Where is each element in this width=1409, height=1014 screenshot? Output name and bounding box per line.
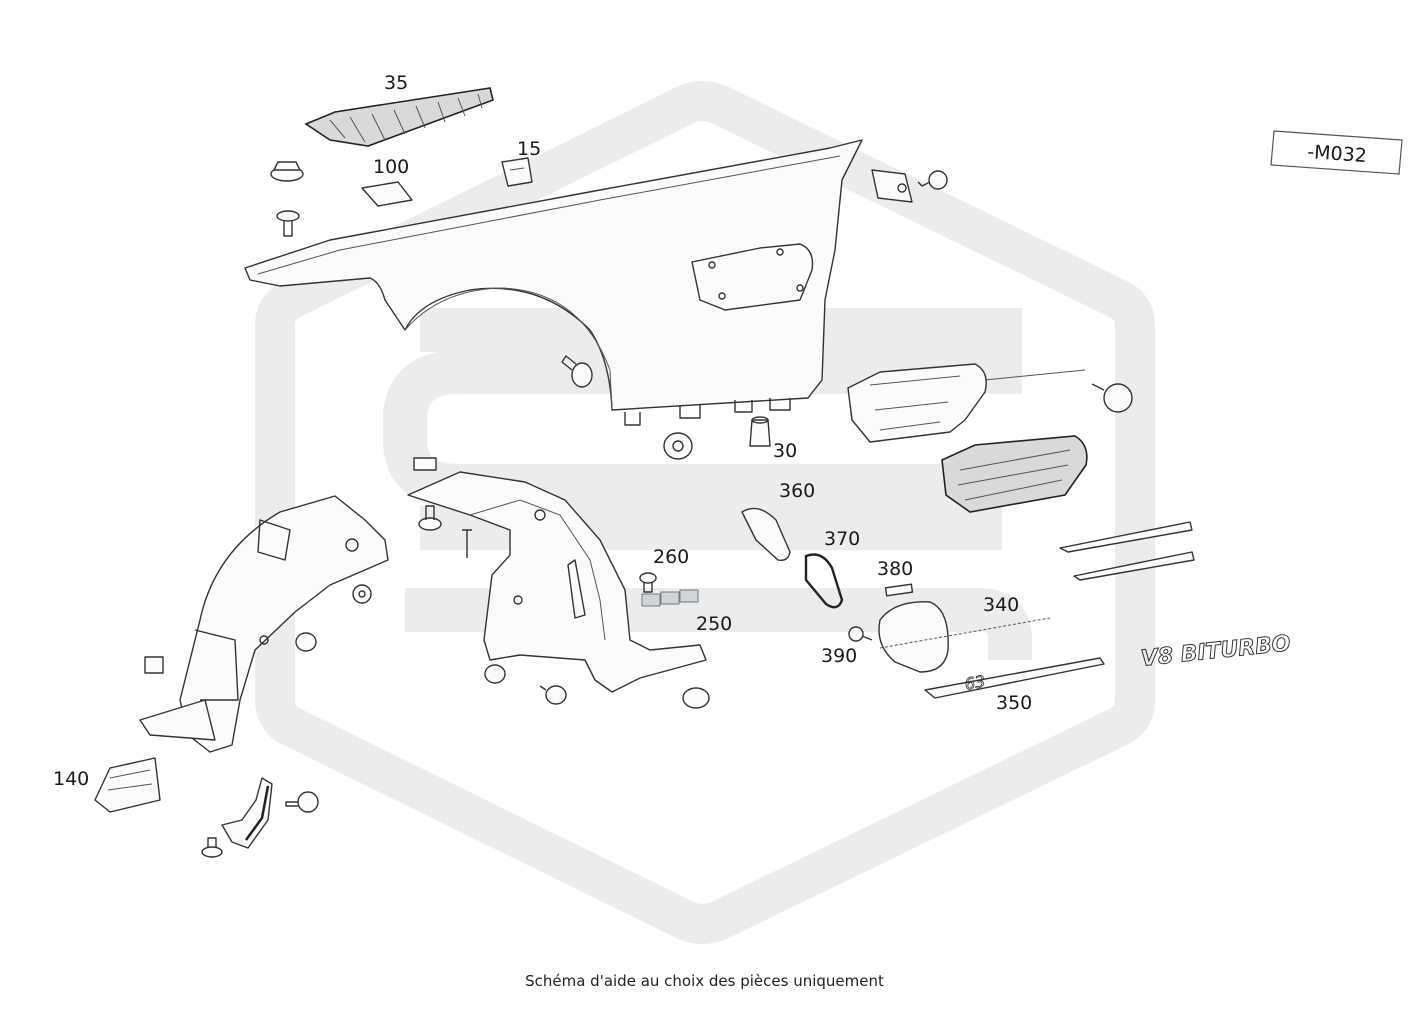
side-vent-frame-part — [847, 363, 1133, 443]
trim-strip-upper — [1059, 521, 1193, 553]
front-liner-pushpin — [418, 505, 442, 531]
reference-code-box: -M032 — [1270, 130, 1403, 175]
rear-wheel-liner-part — [139, 495, 389, 753]
front-liner-pin-bottom — [539, 685, 567, 705]
badge-text: 63 — [963, 672, 986, 694]
emblem-text: V8 BITURBO — [1140, 631, 1292, 672]
pad-part — [361, 181, 413, 207]
bracket-part — [871, 169, 913, 203]
washer-part — [352, 584, 372, 604]
diagram-caption: Schéma d'aide au choix des pièces unique… — [525, 972, 884, 990]
bracket-140-part — [94, 757, 161, 813]
part-label-370: 370 — [824, 528, 860, 550]
mud-flap-screw — [201, 837, 223, 858]
front-liner-screw — [462, 529, 472, 558]
clip-liner-part — [144, 656, 164, 674]
part-label-390: 390 — [821, 645, 857, 667]
part-label-100: 100 — [373, 156, 409, 178]
part-label-140: 140 — [53, 768, 89, 790]
part-label-350: 350 — [996, 692, 1032, 714]
part-label-35: 35 — [384, 72, 408, 94]
mud-flap-bolt — [285, 791, 319, 813]
front-wheel-liner-part — [407, 471, 707, 693]
lamp-lens-part — [741, 507, 791, 562]
connector-part — [884, 583, 914, 597]
part-label-250: 250 — [696, 613, 732, 635]
part-label-260: 260 — [653, 546, 689, 568]
part-label-30: 30 — [773, 440, 797, 462]
front-liner-nut-right — [682, 687, 710, 709]
nut-liner-part — [295, 632, 317, 652]
gasket-ring-part — [804, 553, 844, 609]
pads-250-part — [641, 589, 699, 607]
nut-fastener — [270, 161, 304, 182]
nut-fastener-lower — [663, 432, 693, 460]
model-badge-strip: 63 — [924, 657, 1105, 699]
front-liner-nut-bottom — [484, 664, 506, 684]
part-label-360: 360 — [779, 480, 815, 502]
fender-panel-part — [244, 139, 863, 426]
spacer-part — [749, 416, 771, 447]
screw-fastener-top — [276, 210, 300, 237]
reference-code: -M032 — [1307, 141, 1368, 167]
screw-390-part — [848, 626, 873, 642]
bolt-260-part — [639, 572, 657, 593]
screw-fastener-right — [917, 170, 948, 190]
push-pin-fastener — [561, 355, 593, 388]
upper-grille-part — [304, 87, 494, 147]
part-label-15: 15 — [517, 138, 541, 160]
clip-part — [501, 157, 533, 187]
part-label-340: 340 — [983, 594, 1019, 616]
front-liner-clip-top — [413, 457, 437, 471]
v8-biturbo-emblem: V8 BITURBO — [1139, 631, 1292, 673]
part-label-380: 380 — [877, 558, 913, 580]
mud-flap-part — [221, 777, 273, 849]
mesh-grille-part — [941, 435, 1088, 513]
trim-strip-lower — [1073, 551, 1195, 581]
side-marker-housing — [878, 601, 1051, 673]
